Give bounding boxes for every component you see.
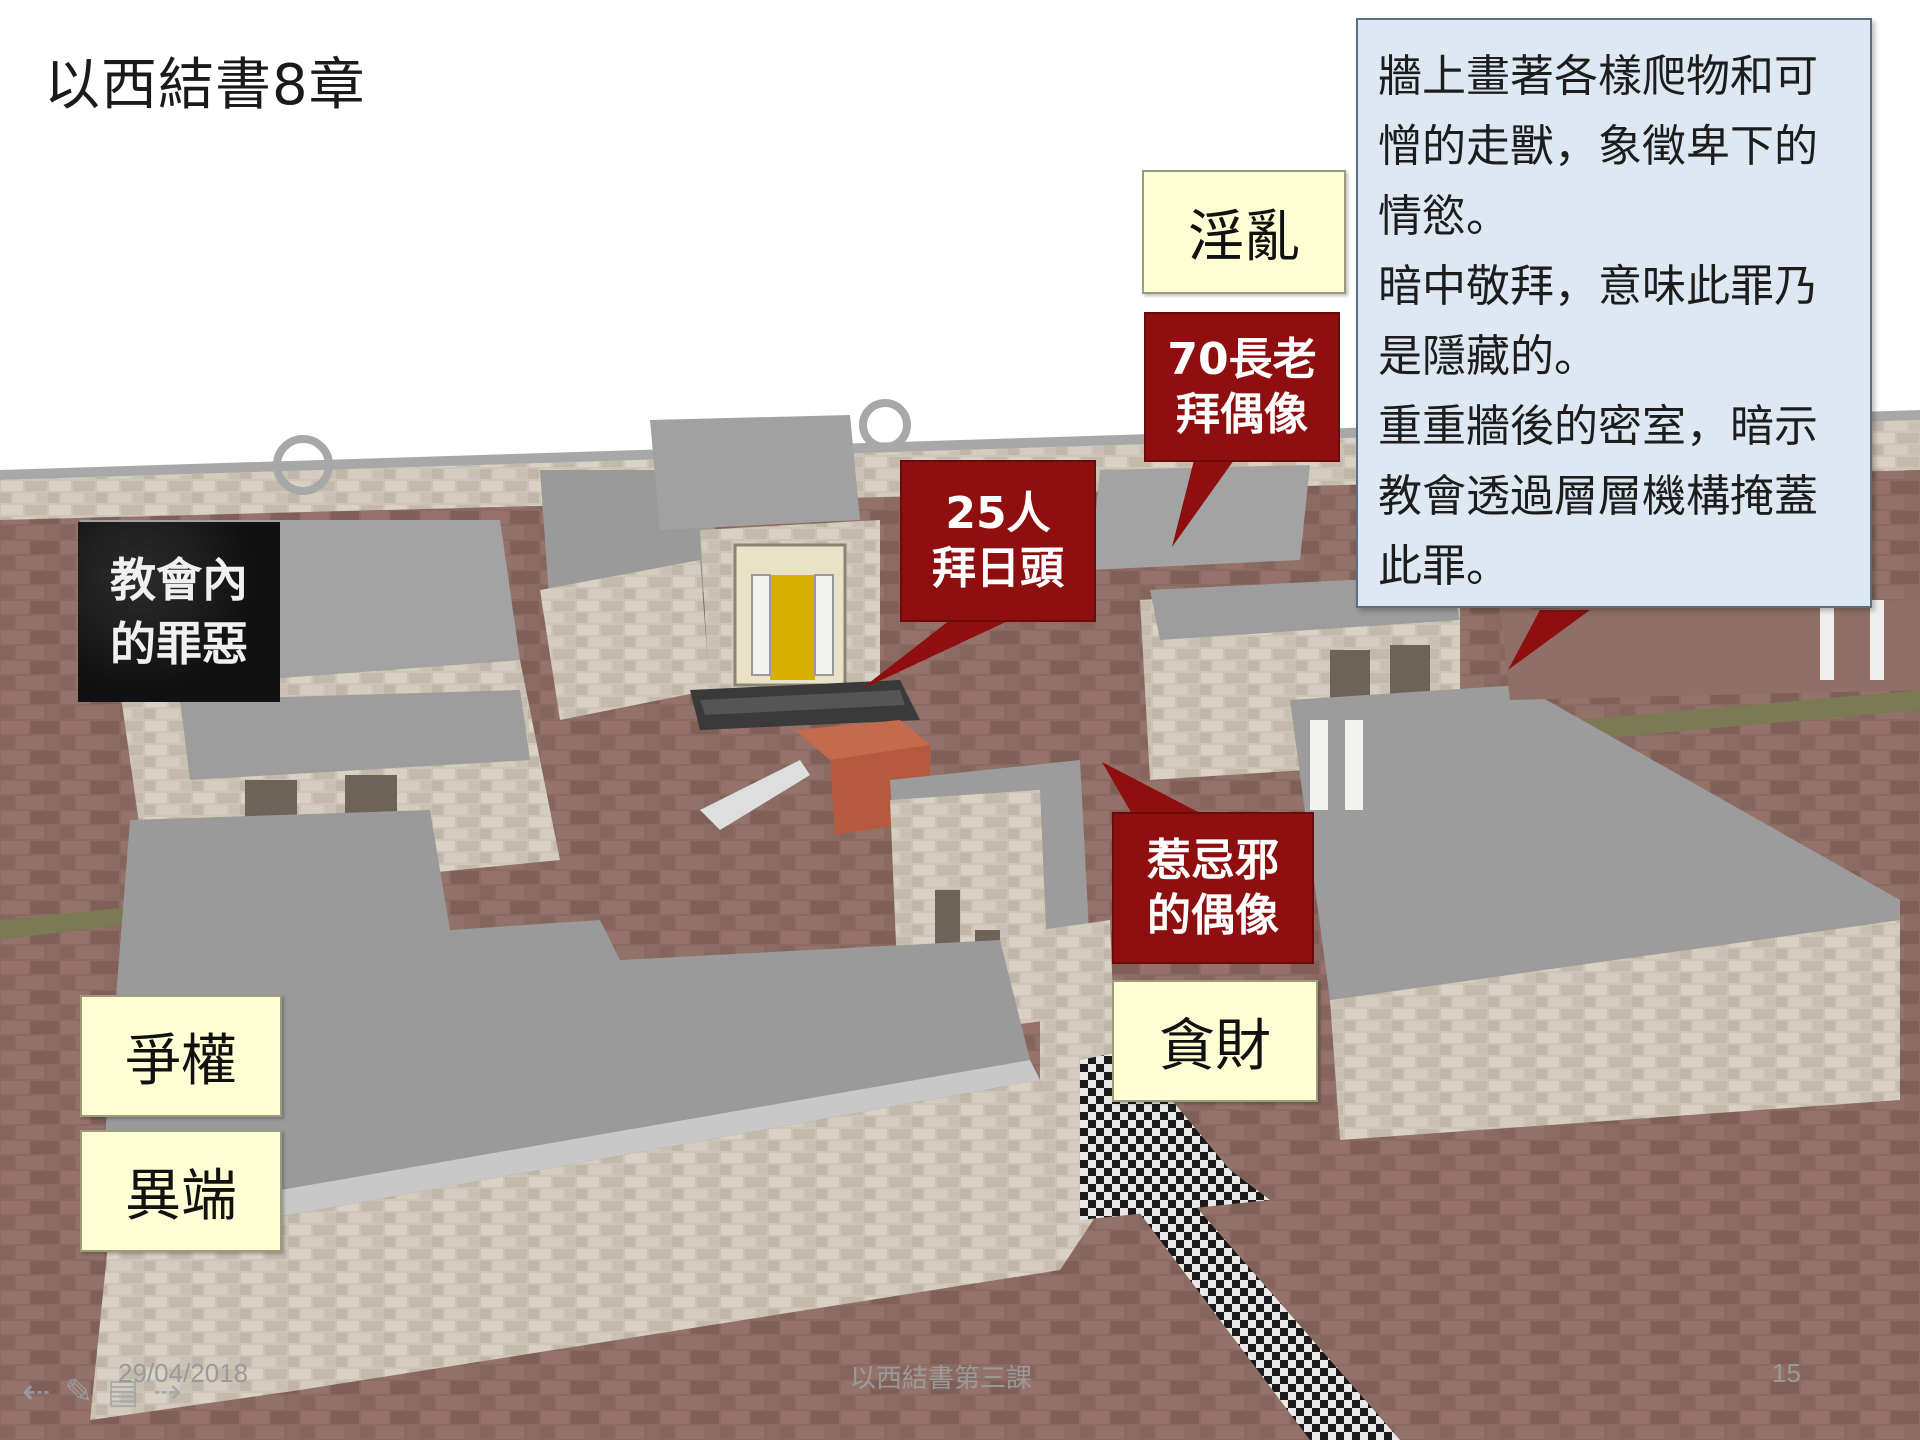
callout-jealousy-line1: 惹忌邪 [1147,835,1279,886]
label-yiduan-text: 異端 [125,1163,237,1229]
explanation-line: 憎的走獸，象徵卑下的 [1378,121,1818,172]
explanation-line: 暗中敬拜，意味此罪乃 [1378,261,1818,312]
explanation-line: 此罪。 [1378,541,1510,592]
callout-sun-worship: 25人 拜日頭 [860,460,1096,690]
explanation-line: 重重牆後的密室，暗示 [1378,401,1818,452]
explanation-line: 教會透過層層機構掩蓋 [1378,471,1818,522]
callout-jealousy-pointer [1102,762,1202,814]
label-zhengquan: 爭權 [80,995,282,1117]
label-yinluan-text: 淫亂 [1188,204,1300,270]
label-tancai: 貪財 [1112,980,1318,1102]
callout-elders-line2: 拜偶像 [1176,389,1308,440]
callout-sun-line1: 25人 [945,488,1051,539]
label-yiduan: 異端 [80,1130,282,1252]
footer-date: 29/04/2018 [118,1358,249,1388]
slide-title: 以西結書8章 [44,53,366,118]
info-pointer [1508,610,1590,670]
arrow-left-icon[interactable]: ⇠ [22,1372,51,1412]
menu-icon[interactable]: ▤ [107,1372,140,1412]
footer-page-number: 15 [1772,1358,1801,1388]
callout-elders-line1: 70長老 [1167,334,1317,385]
footer-course: 以西結書第三課 [850,1363,1033,1393]
explanation-line: 情慾。 [1378,191,1510,242]
callout-sun-pointer [860,620,1010,690]
label-tancai-text: 貪財 [1159,1013,1271,1079]
callout-jealousy-line2: 的偶像 [1147,890,1279,941]
arrow-right-icon[interactable]: ⇢ [153,1372,182,1412]
church-evil-label: 教會內 的罪惡 [78,522,280,702]
church-evil-line2: 的罪惡 [110,617,248,671]
callout-elders-pointer [1172,460,1234,547]
label-zhengquan-text: 爭權 [125,1028,237,1094]
callout-sun-line2: 拜日頭 [932,543,1064,594]
callout-jealousy-idol: 惹忌邪 的偶像 [1102,762,1314,964]
church-evil-line1: 教會內 [110,553,248,607]
explanation-line: 是隱藏的。 [1378,331,1598,382]
explanation-box: 牆上畫著各樣爬物和可 憎的走獸，象徵卑下的 情慾。 暗中敬拜，意味此罪乃 是隱藏… [1356,18,1872,608]
callout-elders: 70長老 拜偶像 [1144,312,1340,547]
label-yinluan: 淫亂 [1142,170,1346,294]
explanation-line: 牆上畫著各樣爬物和可 [1378,51,1818,102]
slideshow-nav: ⇠ ✎ ▤ ⇢ [22,1372,182,1412]
pen-icon[interactable]: ✎ [64,1372,94,1412]
